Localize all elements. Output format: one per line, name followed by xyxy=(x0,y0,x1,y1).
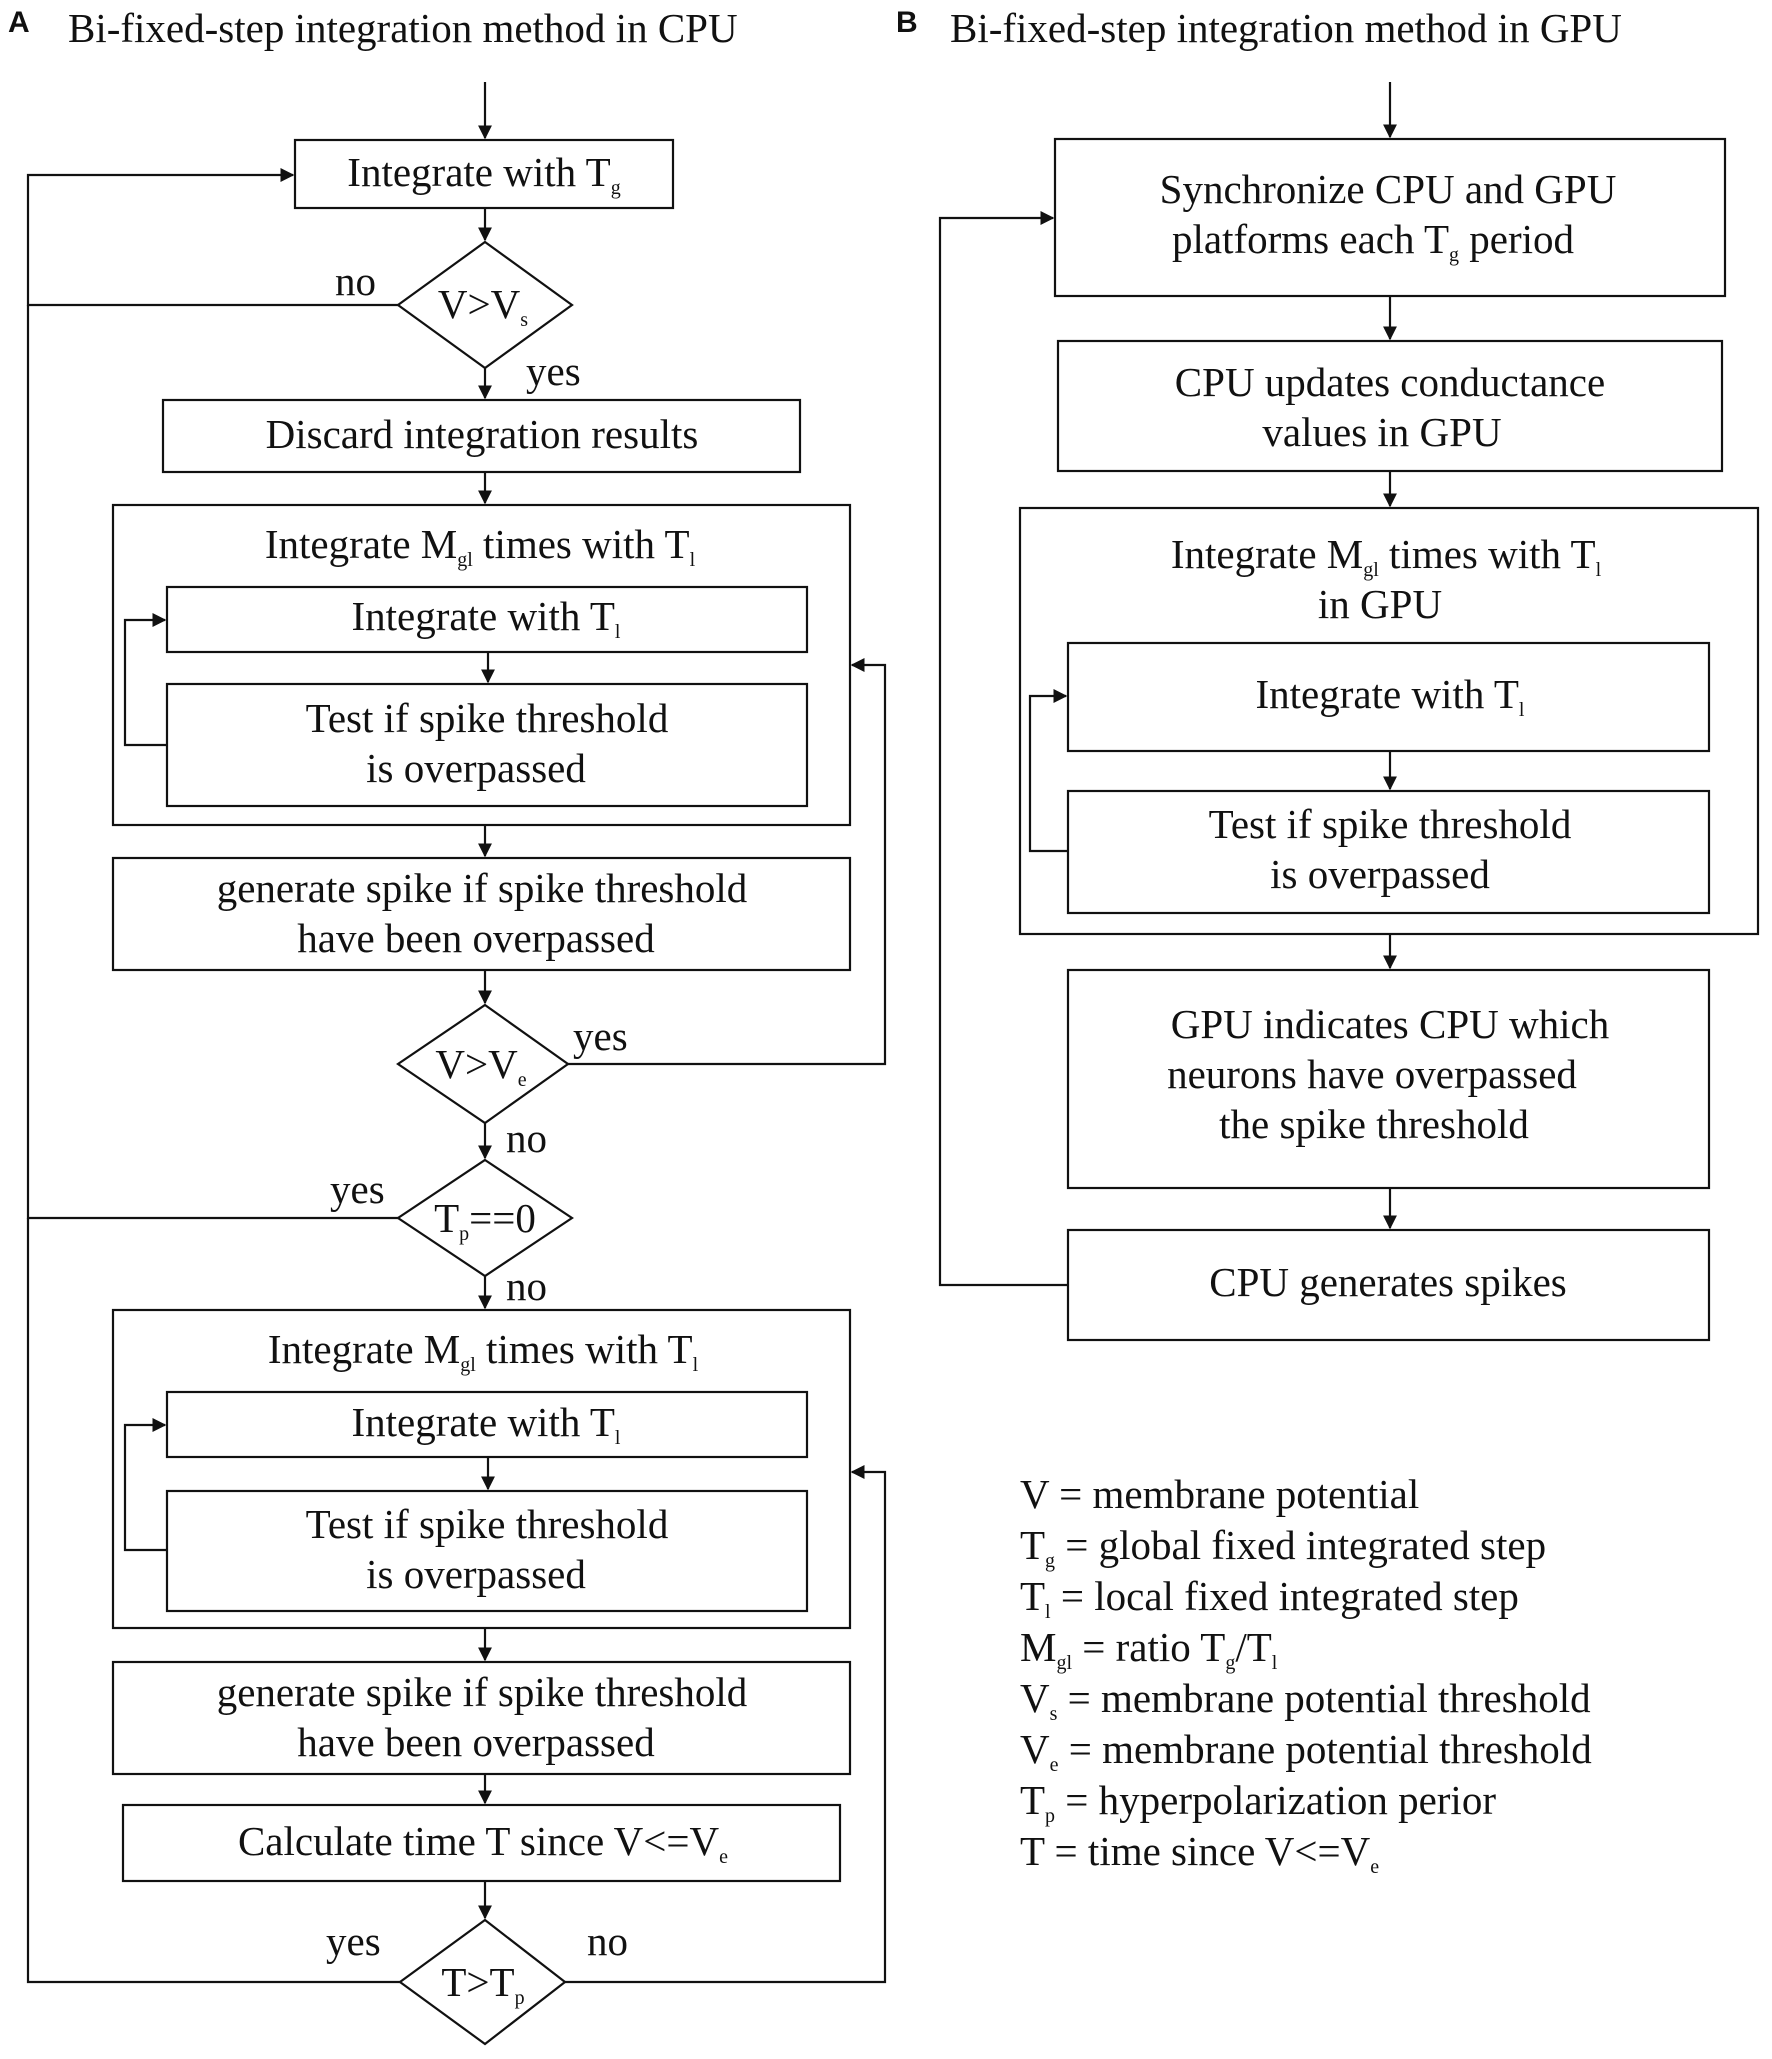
panel-b: B Bi-fixed-step integration method in GP… xyxy=(896,5,1760,1342)
legend-item-tl: Tl = local fixed integrated step xyxy=(1020,1573,1519,1623)
cpu-gen-box xyxy=(1066,1228,1711,1342)
loop2-test-line1: Test if spike threshold xyxy=(306,1501,669,1547)
decision-ve-yes-label: yes xyxy=(573,1013,628,1059)
legend-item-v: V = membrane potential xyxy=(1020,1471,1419,1517)
calc-label: Calculate time T since V<=Ve xyxy=(238,1818,728,1868)
discard-box xyxy=(161,398,802,474)
loop1-test-line2: is overpassed xyxy=(366,745,586,791)
gen2-box xyxy=(111,1660,852,1776)
gpu-test-line2: is overpassed xyxy=(1270,851,1490,897)
loop1-integrate-label: Integrate with Tl xyxy=(352,593,621,643)
loop2-back-arrow xyxy=(123,1418,167,1552)
decision-t-no-label: no xyxy=(587,1918,628,1964)
panel-a: A Bi-fixed-step integration method in CP… xyxy=(8,5,887,2046)
sync-box xyxy=(1053,137,1727,298)
gen2-line2: have been overpassed xyxy=(297,1719,654,1765)
update-line2: values in GPU xyxy=(1262,409,1501,455)
indicate-box xyxy=(1066,968,1711,1190)
legend-item-t: T = time since V<=Ve xyxy=(1020,1828,1379,1878)
loop1-title: Integrate Mgl times with Tl xyxy=(265,521,696,571)
panel-a-title: Bi-fixed-step integration method in CPU xyxy=(68,5,738,51)
decision-tp-yes-label: yes xyxy=(330,1166,385,1212)
gpu-integrate-box xyxy=(1066,641,1711,753)
legend: V = membrane potential Tg = global fixed… xyxy=(1020,1471,1592,1878)
panel-b-title: Bi-fixed-step integration method in GPU xyxy=(950,5,1622,51)
feedback-no-vs xyxy=(26,168,398,307)
decision-vs-no-label: no xyxy=(335,258,376,304)
gpu-integrate-label: Integrate with Tl xyxy=(1256,671,1525,721)
decision-tp-label: Tp==0 xyxy=(434,1195,536,1245)
legend-item-tp: Tp = hyperpolarization perior xyxy=(1020,1777,1496,1827)
decision-t-diamond xyxy=(398,1918,567,2046)
feedback-yes-t xyxy=(26,1218,400,1984)
decision-ve-label: V>Ve xyxy=(435,1041,526,1091)
panel-a-letter: A xyxy=(8,6,30,39)
legend-item-tg: Tg = global fixed integrated step xyxy=(1020,1522,1546,1572)
decision-tp-no-label: no xyxy=(506,1263,547,1309)
panel-b-letter: B xyxy=(896,6,918,39)
decision-vs-label: V>Vs xyxy=(438,281,528,331)
loop1-test-line1: Test if spike threshold xyxy=(306,695,669,741)
loop2-integrate-label: Integrate with Tl xyxy=(352,1399,621,1449)
feedback-no-t xyxy=(565,1465,887,1984)
gen1-line2: have been overpassed xyxy=(297,915,654,961)
sync-line2: platforms each Tg period xyxy=(1172,216,1574,266)
sync-line1: Synchronize CPU and GPU xyxy=(1160,166,1617,212)
integrate-tg-label: Integrate with Tg xyxy=(347,149,620,199)
update-line1: CPU updates conductance xyxy=(1175,359,1605,405)
loop2-integrate-box xyxy=(165,1390,809,1459)
gen2-line1: generate spike if spike threshold xyxy=(217,1669,748,1715)
decision-t-yes-label: yes xyxy=(326,1918,381,1964)
indicate-line1: GPU indicates CPU which xyxy=(1171,1001,1609,1047)
indicate-line3: the spike threshold xyxy=(1219,1101,1529,1147)
legend-item-ve: Ve = membrane potential threshold xyxy=(1020,1726,1592,1776)
calc-box xyxy=(121,1803,842,1883)
legend-item-vs: Vs = membrane potential threshold xyxy=(1020,1675,1591,1725)
gpu-loop-back-arrow xyxy=(1028,689,1068,853)
gen1-box xyxy=(111,856,852,972)
cpu-gen-label: CPU generates spikes xyxy=(1209,1259,1567,1305)
feedback-to-sync xyxy=(938,211,1068,1287)
feedback-yes-ve xyxy=(568,658,887,1066)
indicate-line2: neurons have overpassed xyxy=(1167,1051,1577,1097)
loop2-test-line2: is overpassed xyxy=(366,1551,586,1597)
discard-label: Discard integration results xyxy=(266,411,699,457)
gpu-loop-title-line1: Integrate Mgl times with Tl xyxy=(1171,531,1602,581)
gpu-test-line1: Test if spike threshold xyxy=(1209,801,1572,847)
loop1-integrate-box xyxy=(165,585,809,654)
decision-vs-yes-label: yes xyxy=(526,348,581,394)
decision-ve-no-label: no xyxy=(506,1115,547,1161)
loop1-back-arrow xyxy=(123,613,167,747)
gpu-test-box xyxy=(1066,789,1711,915)
gpu-loop-title-line2: in GPU xyxy=(1318,581,1442,627)
decision-t-label: T>Tp xyxy=(441,1959,524,2009)
loop1-test-box xyxy=(165,682,809,808)
loop2-title: Integrate Mgl times with Tl xyxy=(268,1326,699,1376)
legend-item-mgl: Mgl = ratio Tg/Tl xyxy=(1020,1624,1278,1674)
gen1-line1: generate spike if spike threshold xyxy=(217,865,748,911)
